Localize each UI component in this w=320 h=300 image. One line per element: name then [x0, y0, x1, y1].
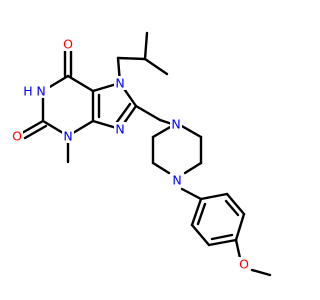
bond-pip-3 — [183, 161, 203, 175]
atom-NH1: H N — [22, 84, 50, 99]
bond-C8-CH2 — [134, 104, 162, 122]
svg-text:O: O — [12, 129, 22, 144]
bond-ar-6 — [190, 197, 203, 227]
bond-ar-O — [234, 238, 242, 260]
bond-CH-Me2 — [143, 57, 169, 76]
bond-ar-4d — [210, 233, 234, 241]
atom-N-piperazine-1: N — [170, 117, 182, 132]
bond-pip-6 — [151, 124, 174, 139]
svg-text:N: N — [115, 122, 124, 137]
bond-C2-O-b — [23, 124, 48, 140]
bond-ar-1 — [199, 192, 229, 201]
bond-C6-C5 — [66, 74, 95, 93]
svg-text:N: N — [63, 129, 72, 144]
bond-Npip-phenyl — [180, 187, 203, 201]
bond-ar-2d — [224, 199, 240, 217]
chemical-structure-drawing: O H N O N N N N N — [11, 31, 272, 277]
bond-ar-6d — [196, 202, 207, 226]
atom-N9: N — [114, 122, 126, 137]
svg-text:O: O — [63, 37, 73, 52]
bond-O-CH3 — [250, 268, 272, 277]
bond-C8-N9-double — [115, 102, 132, 124]
atom-N7: N — [114, 76, 126, 91]
bond-pip-4 — [151, 161, 171, 175]
svg-text:N: N — [171, 117, 180, 132]
atom-O-methoxy: O — [238, 257, 250, 272]
bond-ar-3 — [234, 212, 246, 242]
bond-C2-O-a — [20, 119, 45, 135]
atom-N-piperazine-4: N — [171, 173, 183, 188]
bond-CH2-CH — [116, 56, 147, 61]
svg-text:O: O — [239, 257, 249, 272]
svg-text:N: N — [36, 84, 45, 99]
svg-text:N: N — [115, 76, 124, 91]
bond-ar-4 — [207, 238, 238, 247]
bond-ar-2 — [225, 192, 246, 216]
bond-pip-1 — [178, 123, 203, 139]
atom-O-carbonyl2: O — [11, 129, 23, 144]
bonds — [20, 31, 272, 277]
bond-ar-5 — [190, 223, 211, 247]
svg-text:H: H — [23, 84, 32, 99]
bond-CH-Me1 — [143, 31, 149, 61]
atom-O-carbonyl6: O — [62, 37, 74, 52]
atom-N3: N — [62, 129, 74, 144]
svg-text:N: N — [172, 173, 181, 188]
atom-labels: O H N O N N N N N — [11, 37, 250, 272]
